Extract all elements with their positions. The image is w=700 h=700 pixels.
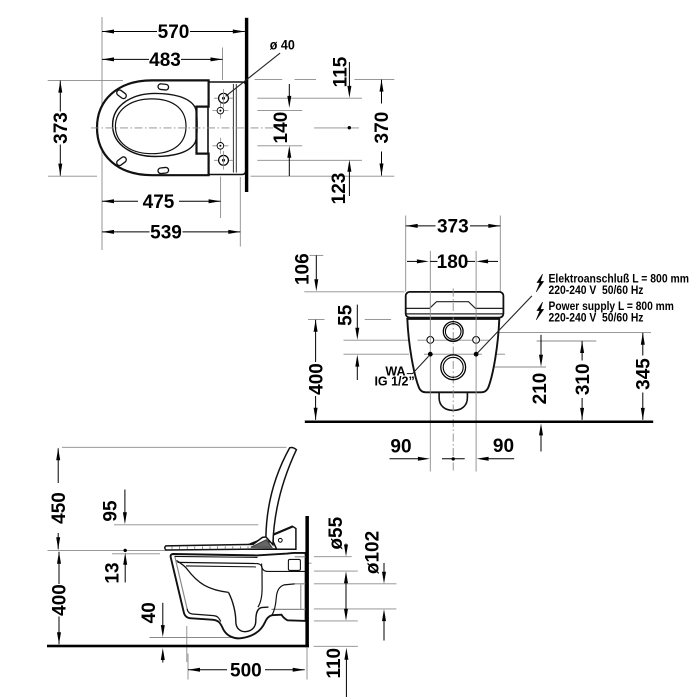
svg-text:40: 40	[139, 602, 160, 623]
svg-text:483: 483	[149, 50, 181, 71]
svg-text:570: 570	[158, 22, 190, 43]
svg-text:210: 210	[530, 373, 551, 405]
svg-text:400: 400	[306, 363, 327, 395]
svg-text:310: 310	[573, 363, 594, 395]
svg-text:WA: WA	[385, 364, 405, 378]
svg-text:373: 373	[51, 112, 72, 144]
svg-text:123: 123	[329, 173, 350, 205]
svg-text:450: 450	[49, 492, 70, 524]
svg-text:90: 90	[493, 436, 514, 457]
svg-text:220-240 V 50/60 Hz: 220-240 V 50/60 Hz	[549, 283, 644, 297]
svg-text:220-240 V 50/60 Hz: 220-240 V 50/60 Hz	[549, 311, 644, 325]
svg-text:345: 345	[634, 358, 655, 390]
svg-text:Elektroanschluß L = 800 mm: Elektroanschluß L = 800 mm	[549, 272, 690, 286]
svg-text:180: 180	[437, 252, 469, 273]
svg-text:Power supply L = 800 mm: Power supply L = 800 mm	[549, 299, 674, 313]
svg-text:ø102: ø102	[363, 531, 384, 574]
svg-text:500: 500	[230, 660, 262, 681]
svg-text:95: 95	[101, 500, 122, 522]
svg-text:373: 373	[437, 217, 469, 238]
svg-text:ø55: ø55	[326, 516, 347, 549]
svg-text:110: 110	[324, 648, 345, 679]
svg-text:370: 370	[372, 112, 393, 144]
svg-text:140: 140	[271, 112, 292, 144]
svg-text:ø 40: ø 40	[270, 37, 295, 53]
svg-text:IG 1/2”: IG 1/2”	[374, 374, 414, 388]
svg-text:106: 106	[293, 253, 314, 285]
svg-text:115: 115	[331, 56, 352, 87]
svg-text:539: 539	[150, 223, 182, 244]
svg-text:13: 13	[102, 562, 123, 583]
svg-text:90: 90	[390, 436, 411, 457]
svg-text:55: 55	[336, 304, 357, 326]
svg-text:475: 475	[143, 192, 175, 213]
svg-text:400: 400	[50, 584, 71, 616]
